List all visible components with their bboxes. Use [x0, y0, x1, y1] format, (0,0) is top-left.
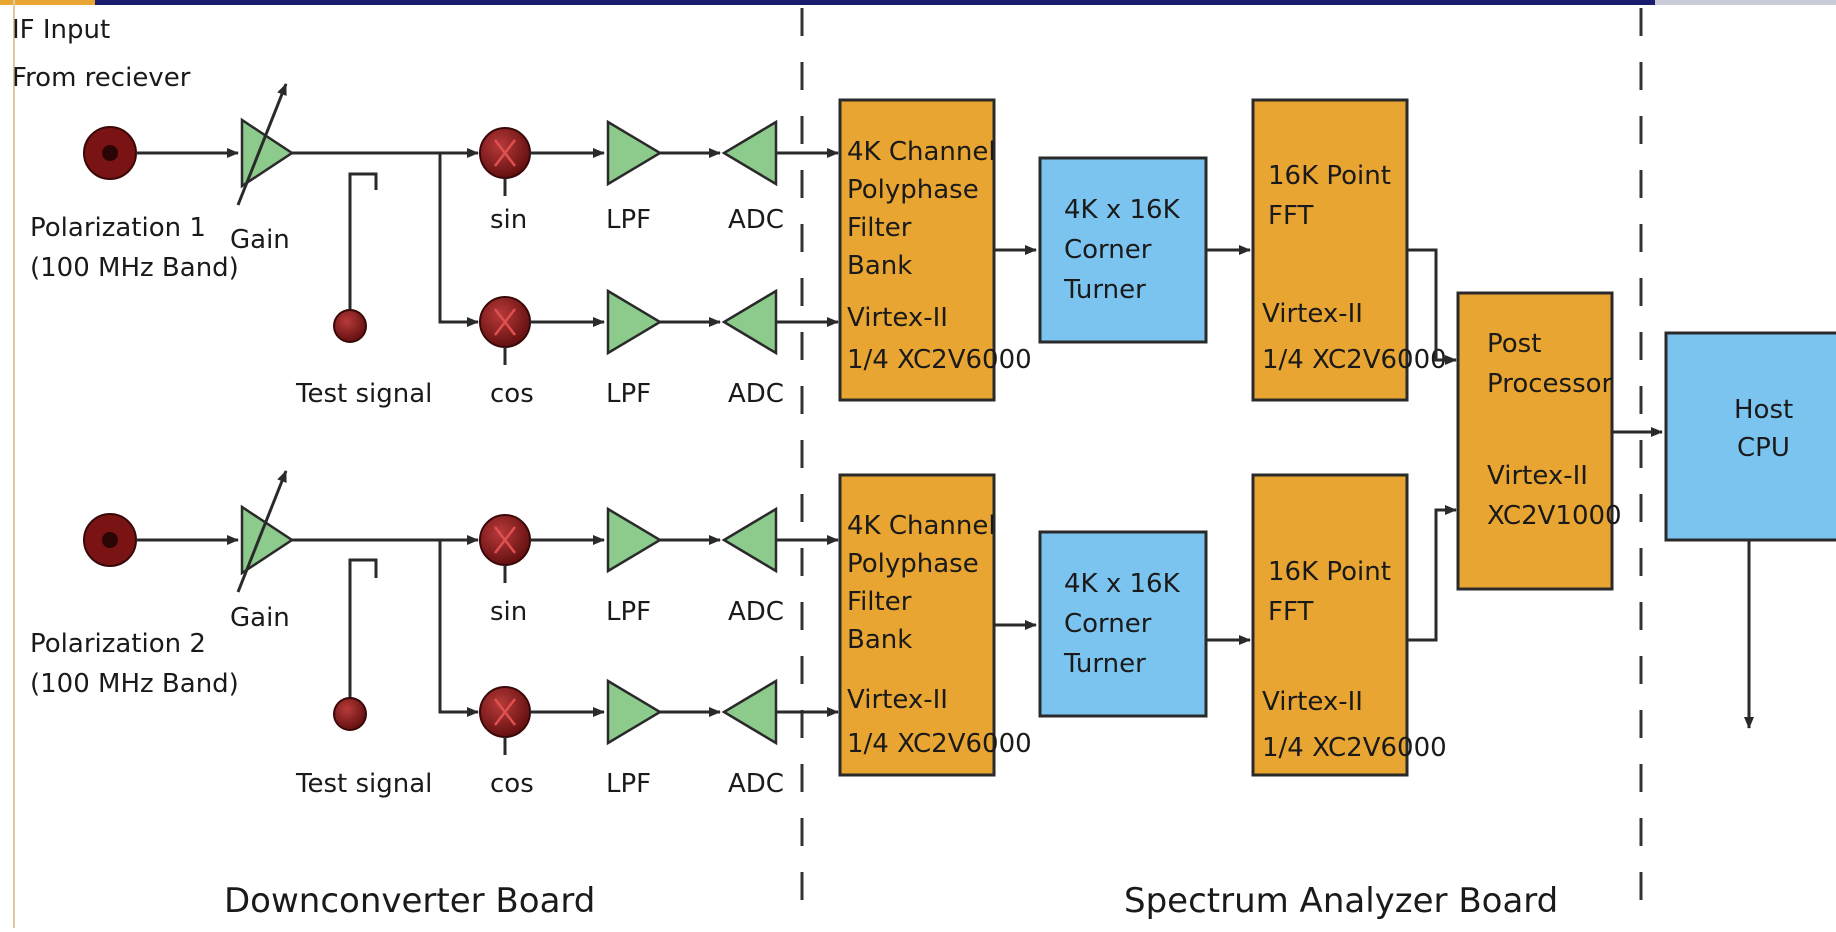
corner-turner-box [1038, 530, 1208, 718]
filter-bank-line-5: Virtex-II [847, 685, 948, 715]
input-connector-center-icon [102, 532, 118, 548]
mixer-sin-label: sin [490, 597, 527, 627]
mixer-cos-label: cos [490, 379, 534, 409]
fft-box [1251, 473, 1409, 777]
lpf-top-icon [606, 119, 663, 187]
wire [438, 540, 479, 717]
gain-amplifier-icon [240, 504, 295, 576]
top-bar [0, 0, 1655, 5]
lpf-bottom-icon [606, 288, 663, 356]
wire [1407, 505, 1457, 642]
adc-bottom-label: ADC [728, 379, 784, 409]
post-processor-box [1456, 291, 1614, 591]
mixer-sin-label: sin [490, 205, 527, 235]
post-processor-line-4: XC2V1000 [1487, 501, 1622, 531]
fft-line-3: Virtex-II [1262, 687, 1363, 717]
test-signal-label: Test signal [295, 379, 432, 409]
adc-bottom-icon [721, 678, 778, 746]
adc-top-icon [721, 506, 778, 574]
corner-turner-box [1038, 156, 1208, 344]
corner-turner-line-3: Turner [1063, 275, 1146, 305]
adc-bottom-label: ADC [728, 769, 784, 799]
corner-turner-line-1: 4K x 16K [1064, 195, 1181, 225]
downconverter-board-label: Downconverter Board [224, 881, 595, 921]
lpf-top-label: LPF [606, 597, 651, 627]
lpf-top-label: LPF [606, 205, 651, 235]
polarization-2-path: Polarization 2 (100 MHz Band) Gain Test … [30, 470, 1457, 799]
polarization-band-label: (100 MHz Band) [30, 253, 239, 283]
filter-bank-line-2: Polyphase [847, 175, 979, 205]
mixer-x-glyph [494, 139, 516, 167]
adc-bottom-icon [721, 288, 778, 356]
post-processor-line-3: Virtex-II [1487, 461, 1588, 491]
wire [438, 153, 479, 327]
test-signal-wire [348, 558, 378, 714]
corner-turner-line-1: 4K x 16K [1064, 569, 1181, 599]
lpf-bottom-label: LPF [606, 769, 651, 799]
filter-bank-line-4: Bank [847, 625, 912, 655]
polarization-band-label: (100 MHz Band) [30, 669, 239, 699]
filter-bank-line-1: 4K Channel [847, 137, 996, 167]
fft-box [1251, 98, 1409, 402]
post-processor-line-1: Post [1487, 329, 1541, 359]
fft-line-1: 16K Point [1268, 557, 1391, 587]
filter-bank-line-4: Bank [847, 251, 912, 281]
fft-line-4: 1/4 XC2V6000 [1262, 733, 1447, 763]
lpf-bottom-icon [606, 678, 663, 746]
filter-bank-line-5: Virtex-II [847, 303, 948, 333]
input-connector-center-icon [102, 145, 118, 161]
lpf-bottom-label: LPF [606, 379, 651, 409]
fft-line-2: FFT [1268, 201, 1313, 231]
filter-bank-line-6: 1/4 XC2V6000 [847, 345, 1032, 375]
test-signal-source-icon [333, 309, 367, 343]
corner-turner-line-2: Corner [1064, 235, 1152, 265]
gain-label: Gain [230, 603, 290, 633]
fft-line-2: FFT [1268, 597, 1313, 627]
mixer-cos-label: cos [490, 769, 534, 799]
mixer-x-glyph [494, 698, 516, 726]
test-signal-label: Test signal [295, 769, 432, 799]
filter-bank-line-3: Filter [847, 213, 912, 243]
fft-line-1: 16K Point [1268, 161, 1391, 191]
wire [1407, 248, 1457, 365]
polarization-label: Polarization 2 [30, 629, 206, 659]
host-cpu-line-2: CPU [1737, 433, 1790, 463]
adc-top-label: ADC [728, 205, 784, 235]
fft-line-3: Virtex-II [1262, 299, 1363, 329]
adc-top-label: ADC [728, 597, 784, 627]
mixer-x-glyph [494, 526, 516, 554]
filter-bank-line-1: 4K Channel [847, 511, 996, 541]
adc-top-icon [721, 119, 778, 187]
host-cpu-line-1: Host [1734, 395, 1793, 425]
post-processor-line-2: Processor [1487, 369, 1613, 399]
host-cpu-box [1664, 331, 1836, 542]
gain-amplifier-icon [240, 117, 295, 189]
corner-turner-line-3: Turner [1063, 649, 1146, 679]
spectrum-analyzer-board-label: Spectrum Analyzer Board [1124, 881, 1558, 921]
fft-line-4: 1/4 XC2V6000 [1262, 345, 1447, 375]
filter-bank-line-3: Filter [847, 587, 912, 617]
polarization-1-path: Polarization 1 (100 MHz Band) Gain Test … [30, 83, 1457, 409]
from-receiver-label: From reciever [12, 63, 191, 93]
filter-bank-line-6: 1/4 XC2V6000 [847, 729, 1032, 759]
test-signal-source-icon [333, 697, 367, 731]
top-bar-right [1655, 0, 1836, 5]
lpf-top-icon [606, 506, 663, 574]
variable-gain-arrow-icon [236, 470, 288, 593]
polarization-label: Polarization 1 [30, 213, 206, 243]
filter-bank-line-2: Polyphase [847, 549, 979, 579]
filter-bank-box [838, 98, 996, 402]
mixer-x-glyph [494, 308, 516, 336]
corner-turner-line-2: Corner [1064, 609, 1152, 639]
top-bar-accent [0, 0, 95, 5]
variable-gain-arrow-icon [236, 83, 288, 206]
test-signal-wire [348, 172, 378, 328]
gain-label: Gain [230, 225, 290, 255]
if-input-label: IF Input [12, 15, 110, 45]
